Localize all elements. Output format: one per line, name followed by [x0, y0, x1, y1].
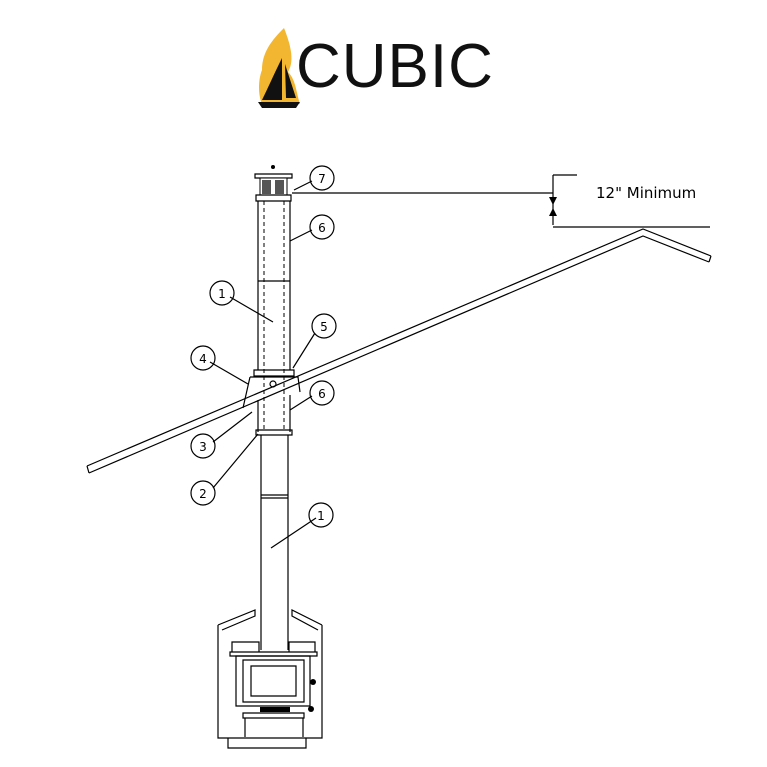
dimension-12in — [292, 174, 710, 228]
callout-7: 7 — [309, 165, 335, 191]
svg-text:6: 6 — [318, 387, 326, 401]
roof — [86, 228, 712, 474]
svg-text:6: 6 — [318, 221, 326, 235]
svg-text:1: 1 — [317, 509, 325, 523]
callout-5: 5 — [311, 313, 337, 339]
callout-6-upper: 6 — [309, 214, 335, 240]
dimension-label: 12" Minimum — [596, 184, 697, 202]
callout-1-upper: 1 — [209, 280, 235, 306]
upper-chimney-pipe — [242, 201, 301, 436]
svg-text:5: 5 — [320, 320, 328, 334]
callout-6-lower: 6 — [309, 380, 335, 406]
svg-text:3: 3 — [199, 440, 207, 454]
sailboat-icon — [258, 58, 300, 108]
callout-1-lower: 1 — [308, 502, 334, 528]
logo-text: CUBIC — [296, 32, 494, 101]
lower-chimney-pipe — [260, 435, 289, 650]
svg-text:7: 7 — [318, 172, 326, 186]
callout-3: 3 — [190, 433, 216, 459]
svg-text:2: 2 — [199, 487, 207, 501]
wood-stove — [217, 609, 323, 749]
callout-4: 4 — [190, 345, 216, 371]
svg-text:1: 1 — [218, 287, 226, 301]
callouts: 7 6 1 5 4 6 3 2 1 — [190, 165, 337, 549]
chimney-cap — [254, 165, 293, 202]
svg-text:4: 4 — [199, 352, 207, 366]
callout-2: 2 — [190, 480, 216, 506]
